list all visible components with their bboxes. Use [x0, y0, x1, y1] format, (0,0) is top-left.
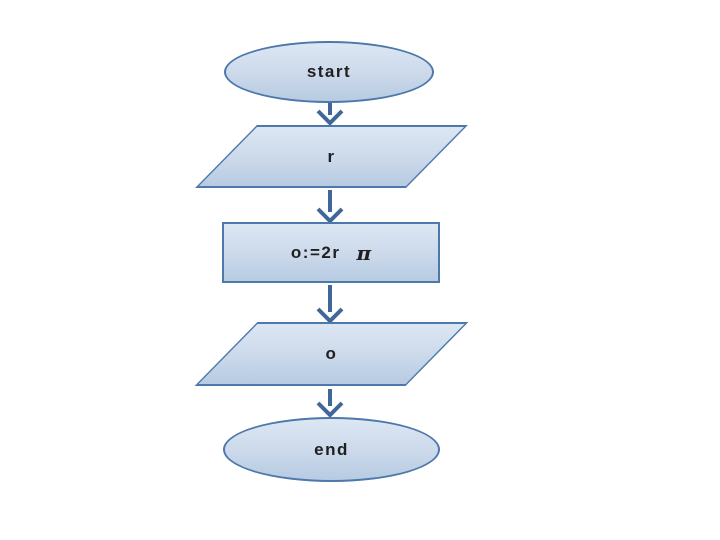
node-label: end: [314, 439, 349, 459]
node-label: r: [327, 146, 336, 166]
flowchart-node-input-r: r: [195, 125, 468, 188]
pi-symbol: π: [356, 240, 372, 265]
node-label: o: [325, 344, 338, 363]
node-label-wrapper: o: [228, 324, 435, 384]
node-label-wrapper: r: [228, 127, 435, 186]
flowchart-node-end: end: [223, 417, 440, 482]
arrow-down-icon: [316, 103, 344, 126]
arrow-down-icon: [316, 285, 344, 324]
flowchart-node-process: o:=2r π: [222, 222, 440, 283]
arrow-down-icon: [316, 190, 344, 224]
flowchart-node-start: start: [224, 41, 434, 103]
flowchart-node-output-o: o: [194, 322, 469, 386]
arrow-down-icon: [316, 389, 344, 418]
node-label: o:=2r: [290, 242, 341, 262]
node-label: start: [306, 62, 352, 81]
